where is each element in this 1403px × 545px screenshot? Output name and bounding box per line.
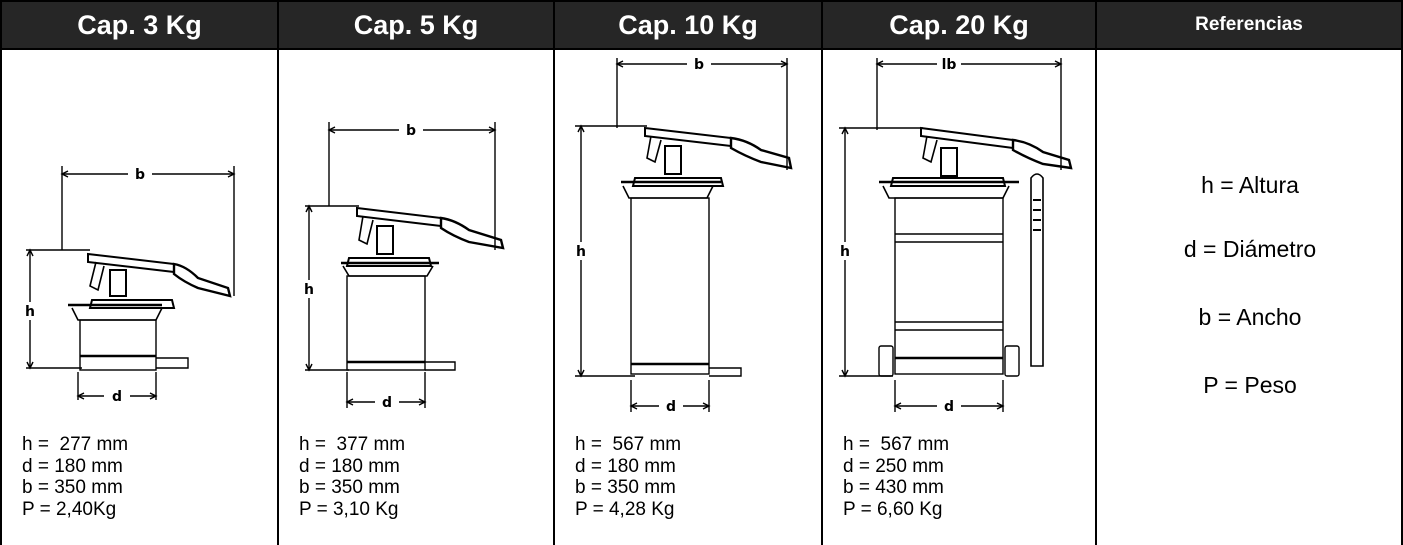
- dim-label-h: h: [840, 244, 850, 260]
- table-border-left: [0, 0, 2, 545]
- pump-drawing-5kg: b h d: [301, 122, 505, 411]
- header-label: Cap. 10 Kg: [618, 9, 758, 40]
- header-divider: [0, 48, 1403, 50]
- spec-height: h = 277 mm: [22, 434, 129, 455]
- pump-drawing-3kg: b h d: [22, 166, 236, 405]
- spec-weight: P = 6,60 Kg: [843, 498, 943, 520]
- spec-height: h = 567 mm: [575, 434, 682, 455]
- spec-width: b = 350 mm: [22, 477, 123, 498]
- column-referencias: h = Altura d = Diámetro b = Ancho P = Pe…: [1097, 50, 1401, 545]
- column-divider: [277, 0, 279, 545]
- column-divider: [821, 0, 823, 545]
- specs-cap-20kg: h = 567 mm d = 250 mm b = 430 mm P = 6,6…: [843, 434, 949, 520]
- dim-label-d: d: [382, 395, 392, 411]
- dim-label-b: b: [135, 167, 145, 183]
- dim-label-d: d: [112, 389, 122, 405]
- header-cap-10kg: Cap. 10 Kg: [555, 2, 821, 48]
- dim-label-b: b: [694, 57, 704, 73]
- dim-label-d: d: [666, 399, 676, 415]
- header-cap-20kg: Cap. 20 Kg: [823, 2, 1095, 48]
- column-cap-10kg: b h d h = 567 mm d = 180 mm b = 350 mm P…: [555, 50, 821, 545]
- header-label: Cap. 20 Kg: [889, 9, 1029, 40]
- table-border-right: [1401, 0, 1403, 545]
- dim-label-h: h: [25, 304, 35, 320]
- dim-label-h: h: [304, 282, 314, 298]
- spec-diameter: d = 180 mm: [575, 455, 676, 477]
- table-border-top: [0, 0, 1403, 2]
- header-label: Cap. 3 Kg: [77, 9, 202, 40]
- specs-cap-3kg: h = 277 mm d = 180 mm b = 350 mm P = 2,4…: [22, 434, 128, 520]
- pump-drawing-10kg: b h d: [573, 56, 793, 415]
- spec-diameter: d = 180 mm: [22, 455, 123, 477]
- spec-diameter: d = 180 mm: [299, 455, 400, 477]
- reference-weight: P = Peso: [1203, 372, 1297, 398]
- header-cap-3kg: Cap. 3 Kg: [2, 2, 277, 48]
- header-referencias: Referencias: [1097, 2, 1401, 48]
- reference-width: b = Ancho: [1198, 304, 1302, 330]
- spec-weight: P = 3,10 Kg: [299, 498, 399, 520]
- header-label: Cap. 5 Kg: [353, 9, 479, 40]
- dim-label-h: h: [576, 244, 586, 260]
- dim-label-b: lb: [942, 57, 957, 73]
- specs-cap-10kg: h = 567 mm d = 180 mm b = 350 mm P = 4,2…: [575, 434, 681, 520]
- spec-width: b = 350 mm: [299, 477, 400, 498]
- reference-height: h = Altura: [1201, 172, 1299, 198]
- column-cap-20kg: lb h d h = 567 mm d = 250 mm b = 430 mm …: [823, 50, 1095, 545]
- dim-label-d: d: [944, 399, 954, 415]
- dim-label-b: b: [406, 123, 416, 139]
- spec-width: b = 350 mm: [575, 477, 676, 498]
- column-divider: [1095, 0, 1097, 545]
- spec-weight: P = 2,40Kg: [22, 498, 117, 520]
- header-label: Referencias: [1195, 14, 1303, 35]
- column-divider: [553, 0, 555, 545]
- reference-diameter: d = Diámetro: [1183, 236, 1317, 262]
- spec-diameter: d = 250 mm: [843, 455, 944, 477]
- column-cap-5kg: b h d h = 377 mm d = 180 mm b = 350 mm P…: [279, 50, 553, 545]
- pump-drawing-20kg: lb h d: [837, 56, 1073, 415]
- spec-height: h = 377 mm: [299, 434, 406, 455]
- spec-weight: P = 4,28 Kg: [575, 498, 675, 520]
- header-cap-5kg: Cap. 5 Kg: [279, 2, 553, 48]
- column-cap-3kg: b h d h = 277 mm d = 180 mm b = 350 mm P…: [2, 50, 277, 545]
- spec-width: b = 430 mm: [843, 477, 944, 498]
- specs-cap-5kg: h = 377 mm d = 180 mm b = 350 mm P = 3,1…: [299, 434, 405, 520]
- spec-height: h = 567 mm: [843, 434, 950, 455]
